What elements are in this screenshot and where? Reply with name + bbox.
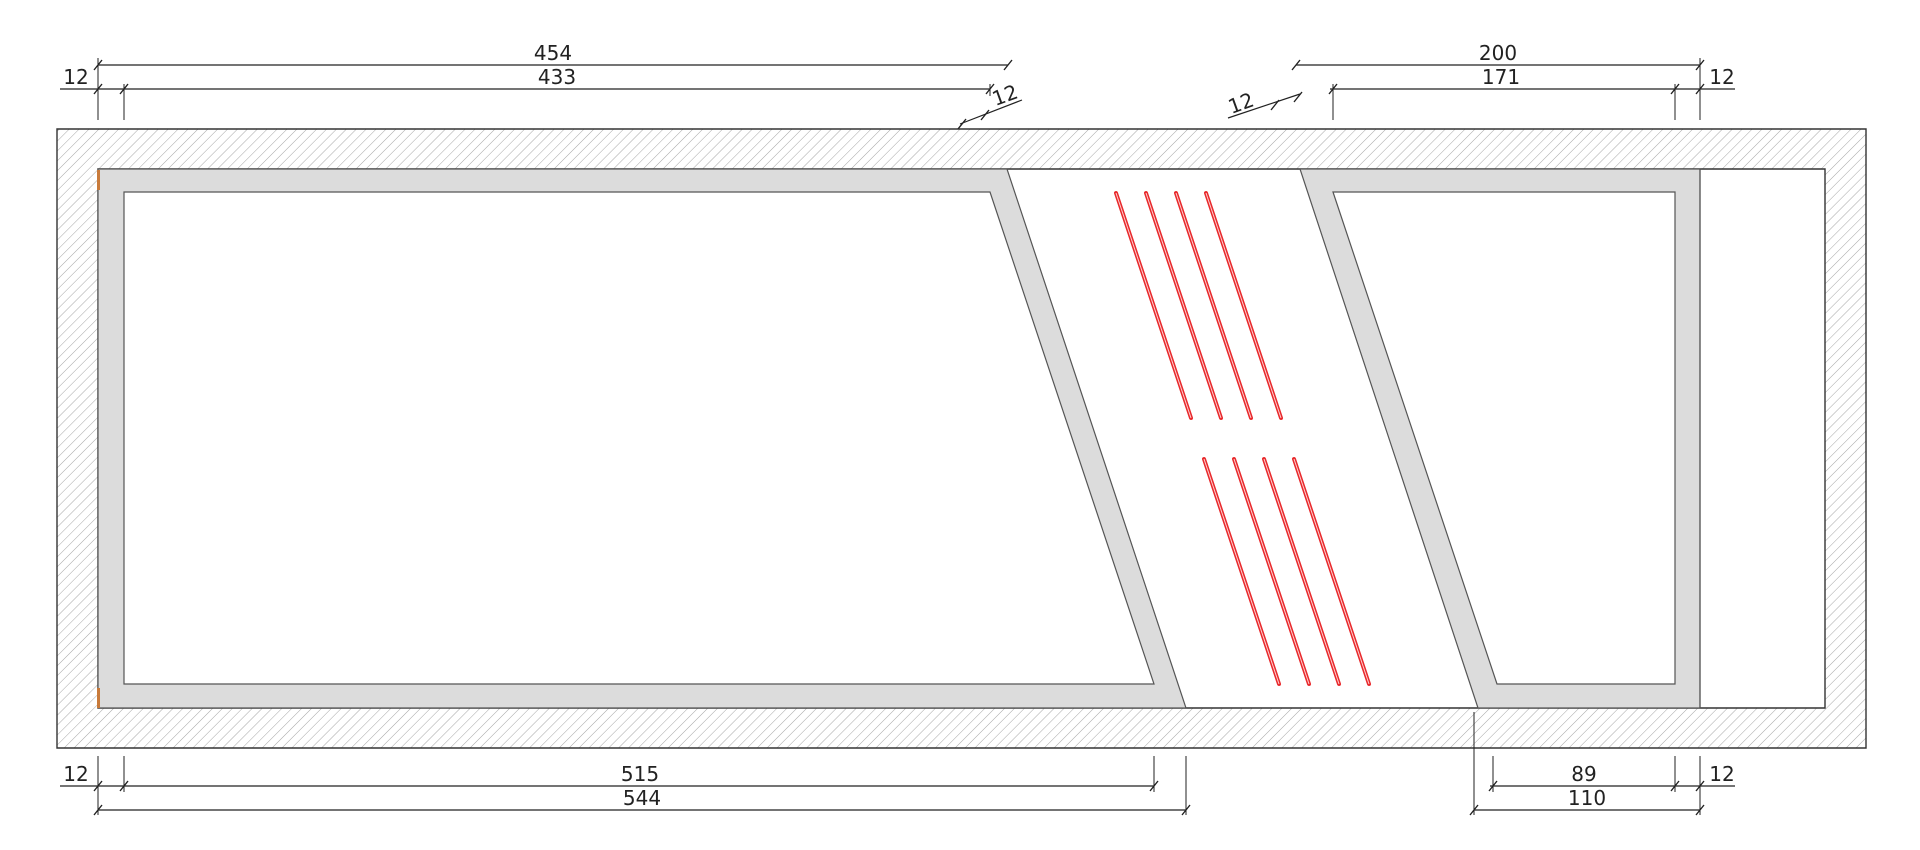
dim-bot-89: 89 — [1571, 762, 1596, 786]
dim-bot-544: 544 — [623, 786, 661, 810]
rebar-core-lower-3 — [1263, 458, 1340, 685]
rebar-core-lower-4 — [1293, 458, 1370, 685]
bottom-dimensions: 12 515 544 89 110 12 — [60, 712, 1735, 816]
dim-bot-515: 515 — [621, 762, 659, 786]
left-panel-frame — [97, 168, 1187, 709]
rebar-core-lower-1 — [1203, 458, 1280, 685]
dim-top-200: 200 — [1479, 41, 1517, 65]
dim-bot-left-12: 12 — [63, 762, 88, 786]
top-dimensions: 454 433 12 12 12 200 171 — [60, 41, 1735, 130]
rebar-core-upper-1 — [1115, 192, 1192, 419]
outer-wall-hatch — [56, 128, 1867, 749]
left-marker-bottom — [97, 688, 100, 708]
dim-top-454: 454 — [534, 41, 572, 65]
right-panel-frame — [1299, 168, 1701, 709]
dim-bot-110: 110 — [1568, 786, 1606, 810]
dim-top-right-12: 12 — [1709, 65, 1734, 89]
dim-top-433: 433 — [538, 65, 576, 89]
dim-top-left-12: 12 — [63, 65, 88, 89]
rebar-group — [1114, 191, 1371, 686]
rebar-core-upper-4 — [1205, 192, 1282, 419]
dim-bot-right-12: 12 — [1709, 762, 1734, 786]
rebar-core-lower-2 — [1233, 458, 1310, 685]
dim-top-slant-right-12: 12 — [1225, 88, 1257, 119]
rebar-core-upper-3 — [1175, 192, 1252, 419]
dim-top-171: 171 — [1482, 65, 1520, 89]
left-marker-top — [97, 170, 100, 190]
rebar-core-upper-2 — [1145, 192, 1222, 419]
